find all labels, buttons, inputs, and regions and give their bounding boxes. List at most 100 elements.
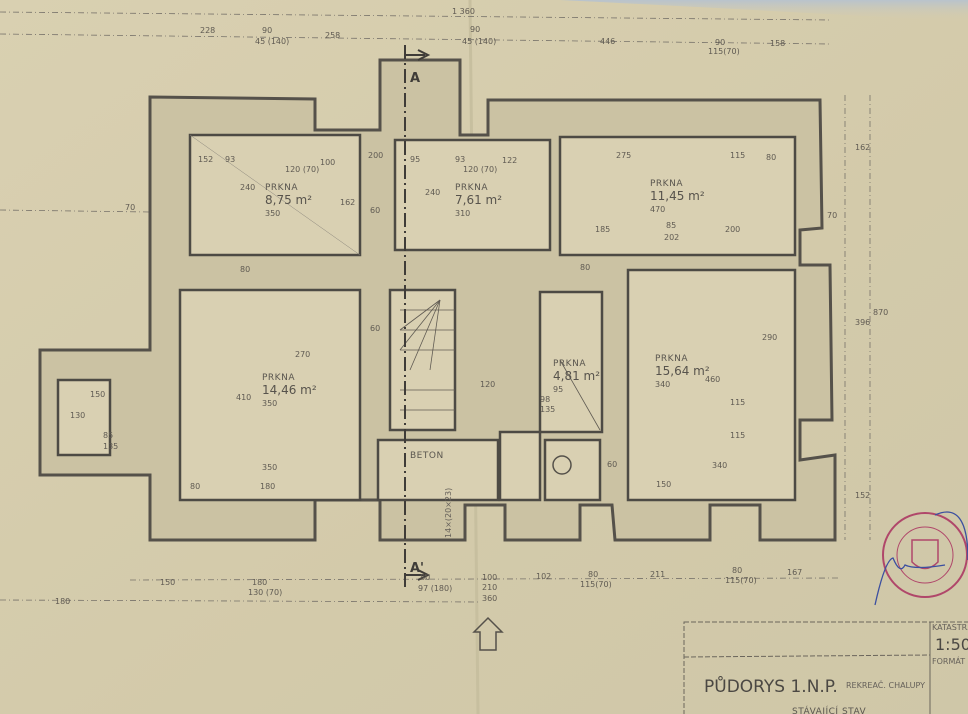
dimension-label: 180 — [55, 597, 70, 606]
dimension-label: 200 — [368, 151, 383, 160]
room-type: PRKNA — [262, 373, 295, 383]
dimension-label: 211 — [650, 570, 665, 579]
dimension-label: 85 — [666, 221, 676, 230]
dimension-label: 340 — [712, 461, 727, 470]
title-block: PŮDORYS 1.N.P. REKREAČ. CHALUPY STÁVAJÍC… — [683, 621, 968, 714]
toilet-symbol — [552, 455, 572, 475]
room-2 — [393, 138, 552, 252]
dimension-label: 258 — [325, 31, 340, 40]
room-width: 470 — [650, 205, 665, 214]
dimension-label: 167 — [787, 568, 802, 577]
dimension-label: 90 — [262, 26, 272, 35]
dimension-label: 396 — [855, 318, 870, 327]
dimension-label: 130 (70) — [248, 588, 282, 597]
dimension-label: 115 — [730, 431, 745, 440]
stair-note: 14×(20×23) — [444, 488, 453, 538]
stair-room — [388, 288, 457, 432]
room-area: 8,75 m² — [265, 193, 312, 207]
dimension-label: 240 — [240, 183, 255, 192]
dimension-label: 162 — [855, 143, 870, 152]
room-width: 350 — [265, 209, 280, 218]
dimension-label: 270 — [295, 350, 310, 359]
room-6 — [626, 268, 797, 502]
dimension-label: 115(70) — [725, 576, 757, 585]
dimension-label: 115(70) — [708, 47, 740, 56]
dimension-label: 115(70) — [580, 580, 612, 589]
official-stamp — [882, 512, 968, 598]
room-area: 14,46 m² — [262, 383, 317, 397]
dimension-label: 80 — [588, 570, 598, 579]
dimension-label: 93 — [225, 155, 235, 164]
dimension-label: 97 (180) — [418, 584, 452, 593]
room-area: 15,64 m² — [655, 364, 710, 378]
drawing-title: PŮDORYS 1.N.P. — [704, 675, 838, 697]
dimension-label: 410 — [236, 393, 251, 402]
dimension-label: 95 — [410, 155, 420, 164]
entrance-arrow-icon — [472, 616, 504, 651]
dimension-label: 90 — [715, 38, 725, 47]
dimension-label: 45 (140) — [462, 37, 496, 46]
room-width: 340 — [655, 380, 670, 389]
room-width: 310 — [455, 209, 470, 218]
room-width: 350 — [262, 399, 277, 408]
dimension-label: 80 — [766, 153, 776, 162]
diagonal-line — [189, 134, 361, 256]
dimension-label: 80 — [190, 482, 200, 491]
room-type: PRKNA — [265, 183, 298, 193]
corridor-small — [498, 430, 542, 502]
section-arrow-icon — [405, 569, 431, 581]
dimension-label: 98 — [540, 395, 550, 404]
room-type: PRKNA — [455, 183, 488, 193]
dimension-label: 120 (70) — [285, 165, 319, 174]
dimension-label: 350 — [262, 463, 277, 472]
dimension-label: 446 — [600, 37, 615, 46]
section-arrow-icon — [405, 49, 431, 61]
dimension-label: 460 — [705, 375, 720, 384]
dimension-label: 100 — [482, 573, 497, 582]
format-label: FORMÁT — [932, 655, 965, 666]
dimension-label: 120 (70) — [463, 165, 497, 174]
dimension-label: 70 — [125, 203, 135, 212]
dimension-label: 60 — [607, 460, 617, 469]
annex-room — [56, 378, 112, 457]
dimension-label: 80 — [240, 265, 250, 274]
dimension-label: 90 — [470, 25, 480, 34]
dimension-label: 60 — [370, 324, 380, 333]
room-type: PRKNA — [650, 179, 683, 189]
corridor-beton — [376, 438, 500, 502]
stair-lines — [399, 299, 455, 411]
cadastre-label: KATASTR. — [932, 623, 968, 632]
dimension-label: 150 — [90, 390, 105, 399]
dimension-label: 150 — [656, 480, 671, 489]
dimension-label: 150 — [160, 578, 175, 587]
overall-width: 1 360 — [452, 7, 475, 16]
section-mark-bottom: A' — [410, 561, 424, 576]
dimension-label: 152 — [855, 491, 870, 500]
room-area: 4,81 m² — [553, 369, 600, 383]
dimension-label: 290 — [762, 333, 777, 342]
dimension-label: 275 — [616, 151, 631, 160]
dimension-label: 115 — [730, 151, 745, 160]
dimension-label: 135 — [103, 442, 118, 451]
diagonal-line — [559, 359, 601, 431]
dimension-label: 85 — [103, 431, 113, 440]
dimension-label: 162 — [340, 198, 355, 207]
room-area: 11,45 m² — [650, 189, 705, 203]
room-width: 95 — [553, 385, 563, 394]
dimension-label: 120 — [480, 380, 495, 389]
room-3 — [558, 135, 797, 257]
dimension-label: 152 — [198, 155, 213, 164]
drawing-subtitle: REKREAČ. CHALUPY — [846, 679, 925, 690]
dimension-label: 228 — [200, 26, 215, 35]
dimension-label: 240 — [425, 188, 440, 197]
dimension-label: 70 — [827, 211, 837, 220]
section-mark-top: A — [410, 71, 420, 86]
dimension-label: 180 — [252, 578, 267, 587]
dimension-label: 200 — [725, 225, 740, 234]
dimension-label: 80 — [580, 263, 590, 272]
dimension-label: 130 — [70, 411, 85, 420]
dimension-lines — [0, 11, 871, 603]
drawing-scale: 1:50 — [935, 635, 968, 654]
dimension-label: 210 — [482, 583, 497, 592]
coat-of-arms-icon — [911, 539, 939, 570]
